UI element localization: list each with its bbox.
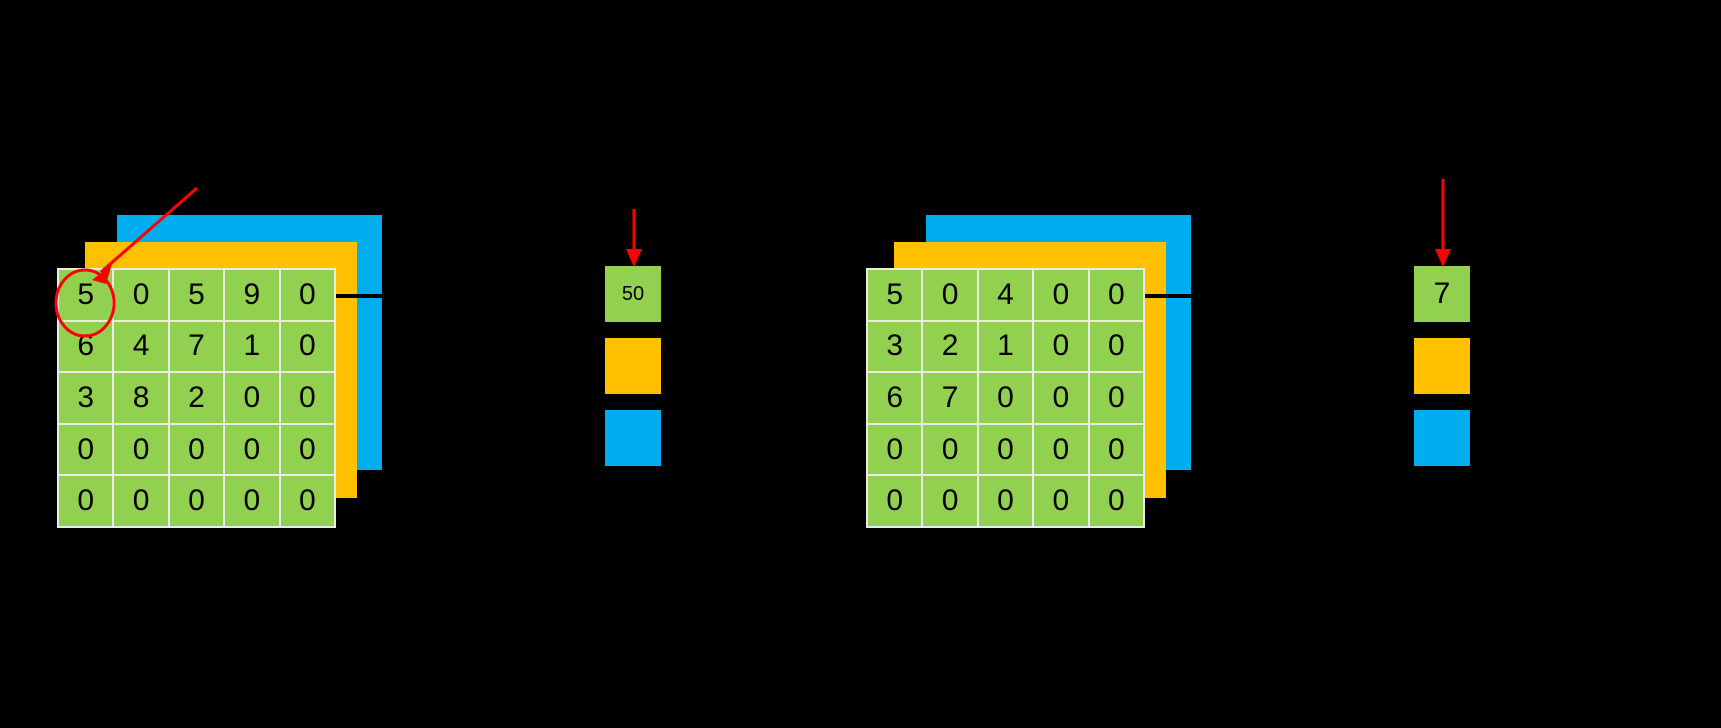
matrix-cell: 1 bbox=[978, 321, 1033, 372]
matrix-cell: 0 bbox=[1089, 424, 1143, 475]
matrix-cell: 0 bbox=[978, 373, 1033, 423]
matrix-cell: 0 bbox=[1089, 270, 1143, 320]
matrix-cell: 0 bbox=[923, 424, 977, 475]
feature-map-group-left: 5 0 5 9 0 6 4 7 1 0 3 8 2 0 0 0 0 0 0 0 … bbox=[0, 0, 860, 728]
connector-line-left bbox=[336, 294, 388, 298]
output-column-right: 7 bbox=[809, 0, 1721, 728]
matrix-cell: 0 bbox=[280, 476, 334, 526]
matrix-cell: 1 bbox=[225, 321, 279, 372]
matrix-cell: 0 bbox=[1034, 476, 1088, 526]
matrix-cell: 0 bbox=[1089, 476, 1143, 526]
down-arrow-icon bbox=[1435, 179, 1451, 267]
feature-map-group-right: 5 0 4 0 0 3 2 1 0 0 6 7 0 0 0 0 0 0 0 0 … bbox=[809, 0, 1721, 728]
matrix-cell: 3 bbox=[59, 373, 113, 423]
matrix-cell: 0 bbox=[114, 270, 168, 320]
matrix-cell: 0 bbox=[280, 270, 334, 320]
matrix-cell: 6 bbox=[868, 373, 922, 423]
matrix-cell: 0 bbox=[280, 321, 334, 372]
feature-map-matrix-right: 5 0 4 0 0 3 2 1 0 0 6 7 0 0 0 0 0 0 0 0 … bbox=[866, 268, 1145, 528]
output-cell-green: 50 bbox=[605, 266, 661, 322]
matrix-cell: 0 bbox=[1034, 424, 1088, 475]
matrix-cell: 2 bbox=[923, 321, 977, 372]
output-cell-green: 7 bbox=[1414, 266, 1470, 322]
matrix-cell: 0 bbox=[225, 476, 279, 526]
output-column-left: 50 bbox=[0, 0, 860, 728]
matrix-cell: 0 bbox=[1034, 373, 1088, 423]
matrix-cell: 0 bbox=[1034, 321, 1088, 372]
down-arrow-icon bbox=[626, 209, 642, 267]
connector-line-right bbox=[1145, 294, 1197, 298]
matrix-cell: 0 bbox=[978, 424, 1033, 475]
matrix-cell: 5 bbox=[169, 270, 224, 320]
matrix-cell: 7 bbox=[923, 373, 977, 423]
matrix-cell: 0 bbox=[114, 476, 168, 526]
matrix-cell: 0 bbox=[868, 424, 922, 475]
output-arrow-right bbox=[1435, 179, 1451, 267]
matrix-cell: 4 bbox=[114, 321, 168, 372]
matrix-cell: 0 bbox=[1034, 270, 1088, 320]
matrix-cell: 3 bbox=[868, 321, 922, 372]
output-cell-blue bbox=[1414, 410, 1470, 466]
matrix-cell: 7 bbox=[169, 321, 224, 372]
matrix-cell: 0 bbox=[923, 270, 977, 320]
matrix-cell: 0 bbox=[868, 476, 922, 526]
matrix-cell: 0 bbox=[280, 424, 334, 475]
matrix-cell: 2 bbox=[169, 373, 224, 423]
matrix-cell: 4 bbox=[978, 270, 1033, 320]
matrix-cell: 0 bbox=[1089, 321, 1143, 372]
output-cell-orange bbox=[1414, 338, 1470, 394]
matrix-cell: 0 bbox=[978, 476, 1033, 526]
matrix-cell: 0 bbox=[280, 373, 334, 423]
matrix-cell: 0 bbox=[169, 424, 224, 475]
matrix-cell: 9 bbox=[225, 270, 279, 320]
matrix-cell: 0 bbox=[225, 424, 279, 475]
matrix-cell: 0 bbox=[169, 476, 224, 526]
matrix-cell: 8 bbox=[114, 373, 168, 423]
matrix-cell: 0 bbox=[59, 424, 113, 475]
output-arrow-left bbox=[626, 209, 642, 267]
matrix-cell: 0 bbox=[59, 476, 113, 526]
matrix-cell: 0 bbox=[923, 476, 977, 526]
matrix-cell: 0 bbox=[225, 373, 279, 423]
matrix-cell: 0 bbox=[114, 424, 168, 475]
output-cell-blue bbox=[605, 410, 661, 466]
matrix-cell: 0 bbox=[1089, 373, 1143, 423]
output-cell-orange bbox=[605, 338, 661, 394]
matrix-cell: 5 bbox=[868, 270, 922, 320]
